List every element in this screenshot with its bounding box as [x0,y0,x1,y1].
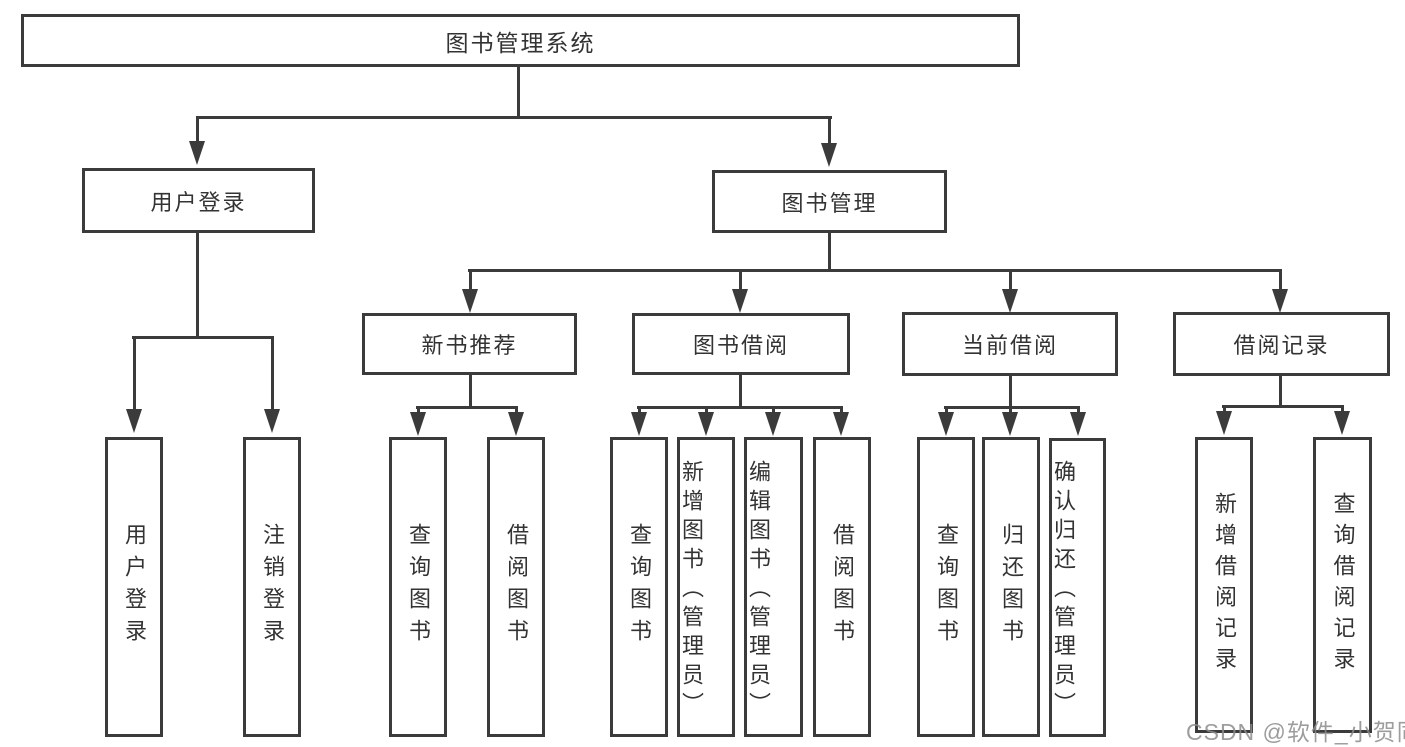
arrow-down-icon [1070,412,1086,436]
arrow-down-icon [410,412,426,436]
arrow-down-icon [264,409,280,433]
connector-stem-br-query [1341,405,1344,414]
node-current-borrow-label: 当前借阅 [961,333,1058,358]
connector-root-hline [196,116,832,119]
node-book-management-label: 图书管理 [781,190,878,216]
leaf-nbr-borrow-books-label: 借阅图书 [504,523,529,651]
arrow-down-icon [938,412,954,436]
leaf-cb-return-books: 归还图书 [982,437,1040,737]
node-book-management: 图书管理 [712,170,947,233]
leaf-bb-query-books-label: 查询图书 [627,523,652,651]
leaf-bb-add-books-admin-label: 新增图书（管理员） [679,459,704,721]
connector-stem-nbr-query [417,406,420,415]
leaf-bb-query-books: 查询图书 [610,437,668,737]
node-current-borrow: 当前借阅 [902,312,1118,376]
connector-book-management-hline [468,269,1282,272]
connector-book-management-trunk [828,232,831,272]
arrow-down-icon [126,409,142,433]
csdn-watermark: CSDN @软件_小贺同学 [1186,719,1405,745]
leaf-br-add-record: 新增借阅记录 [1195,437,1253,733]
arrow-down-icon [833,412,849,436]
connector-br-hline [1222,405,1344,408]
node-root: 图书管理系统 [21,14,1020,67]
connector-stem-user-login [196,116,199,143]
connector-stem-current-borrow [1009,269,1012,291]
connector-stem-cb-confirm [1077,406,1080,415]
leaf-nbr-borrow-books: 借阅图书 [487,437,545,737]
arrow-down-icon [1002,289,1018,313]
leaf-bb-borrow-books-label: 借阅图书 [830,523,855,651]
leaf-logout: 注销登录 [243,437,301,737]
connector-br-trunk [1279,375,1282,407]
connector-stem-book-management [828,116,831,143]
leaf-nbr-query-books-label: 查询图书 [406,523,431,651]
leaf-bb-borrow-books: 借阅图书 [813,437,871,737]
connector-user-login-trunk [196,232,199,339]
leaf-user-login-label: 用户登录 [122,523,147,651]
leaf-cb-query-books-label: 查询图书 [934,523,959,651]
leaf-br-add-record-label: 新增借阅记录 [1212,492,1237,678]
arrow-down-icon [462,289,478,313]
node-book-borrow: 图书借阅 [632,313,850,375]
arrow-down-icon [821,143,837,167]
leaf-user-login: 用户登录 [105,437,163,737]
connector-cb-hline [944,406,1080,409]
leaf-bb-add-books-admin: 新增图书（管理员） [677,437,735,737]
arrow-down-icon [508,412,524,436]
leaf-cb-confirm-return-admin: 确认归还（管理员） [1049,438,1106,737]
leaf-logout-label: 注销登录 [260,523,285,651]
connector-stem-leaf-logout [271,336,274,411]
arrow-down-icon [698,412,714,436]
connector-stem-bb-query [638,406,641,415]
node-user-login: 用户登录 [82,168,315,233]
leaf-bb-edit-books-admin-label: 编辑图书（管理员） [746,459,771,721]
node-user-login-label: 用户登录 [150,189,247,215]
connector-stem-bb-add [705,406,708,415]
connector-cb-trunk [1009,375,1012,408]
arrow-down-icon [1334,411,1350,435]
arrow-down-icon [732,289,748,313]
connector-nbr-trunk [469,374,472,408]
connector-nbr-hline [416,406,518,409]
arrow-down-icon [1002,412,1018,436]
arrow-down-icon [1216,411,1232,435]
node-borrow-records-label: 借阅记录 [1233,333,1330,358]
node-book-borrow-label: 图书借阅 [692,333,789,358]
connector-stem-book-borrow [739,269,742,291]
leaf-cb-query-books: 查询图书 [917,437,975,737]
connector-stem-cb-query [945,406,948,415]
leaf-bb-edit-books-admin: 编辑图书（管理员） [744,437,803,737]
node-new-book-recommend-label: 新书推荐 [421,333,518,358]
arrow-down-icon [765,412,781,436]
leaf-cb-confirm-return-admin-label: 确认归还（管理员） [1051,460,1076,721]
leaf-nbr-query-books: 查询图书 [389,437,447,737]
leaf-br-query-record-label: 查询借阅记录 [1330,492,1356,678]
node-new-book-recommend: 新书推荐 [362,313,577,375]
node-borrow-records: 借阅记录 [1173,312,1390,376]
leaf-cb-return-books-label: 归还图书 [999,523,1024,651]
leaf-br-query-record: 查询借阅记录 [1313,437,1372,733]
connector-bb-hline [637,406,843,409]
connector-user-login-hline [132,336,274,339]
connector-stem-borrow-records [1279,269,1282,291]
arrow-down-icon [189,141,205,165]
connector-stem-bb-borrow [840,406,843,415]
connector-stem-cb-return [1009,406,1012,415]
connector-root-trunk [517,66,520,119]
connector-bb-trunk [739,374,742,408]
connector-stem-nbr-borrow [515,406,518,415]
connector-stem-new-book-recommend [469,269,472,291]
node-root-label: 图书管理系统 [445,29,596,56]
connector-stem-bb-edit [772,406,775,415]
connector-stem-br-add [1223,405,1226,414]
arrow-down-icon [631,412,647,436]
arrow-down-icon [1272,289,1288,313]
connector-stem-leaf-user-login [133,336,136,411]
